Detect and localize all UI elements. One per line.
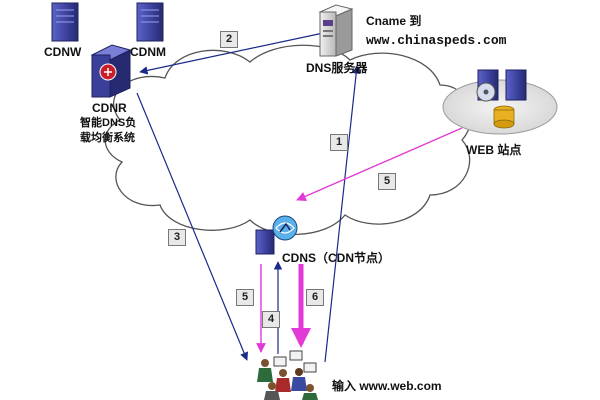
step-5-user-badge: 5 <box>236 289 254 306</box>
step-1-badge: 1 <box>330 134 348 151</box>
step-4-badge: 4 <box>262 311 280 328</box>
cdnr-label: CDNR <box>92 101 127 115</box>
network-cloud <box>104 44 472 236</box>
cdnm-server-icon <box>136 2 164 42</box>
arrow-step-1 <box>324 65 361 363</box>
arrow-step-5-web <box>296 127 463 201</box>
arrow-step-3 <box>136 92 249 361</box>
load-balancer-icon <box>90 44 132 98</box>
step-3-badge: 3 <box>168 229 186 246</box>
cdnr-description-line-2: 载均衡系统 <box>80 132 135 144</box>
web-server-cluster-icon <box>476 69 527 129</box>
cdns-label: CDNS（CDN节点） <box>282 251 391 265</box>
cdnr-description-line-1: 智能DNS负 <box>80 117 137 129</box>
cdnw-label: CDNW <box>44 45 82 59</box>
cdnm-label: CDNM <box>130 45 166 59</box>
cname-label: Cname 到 <box>366 14 422 28</box>
step-6-badge: 6 <box>306 289 324 306</box>
dns-server-label: DNS服务器 <box>306 61 368 75</box>
users-at-computers-icon <box>257 350 318 400</box>
cname-domain-label: www.chinaspeds.com <box>366 33 507 48</box>
dns-server-icon <box>318 4 354 57</box>
cdn-node-icon <box>255 215 298 255</box>
step-2-badge: 2 <box>220 31 238 48</box>
arrow-step-2 <box>139 31 329 75</box>
cdnw-server-icon <box>51 2 79 42</box>
user-input-label: 输入 www.web.com <box>332 379 442 393</box>
step-5-web-badge: 5 <box>378 173 396 190</box>
web-site-label: WEB 站点 <box>466 143 522 157</box>
